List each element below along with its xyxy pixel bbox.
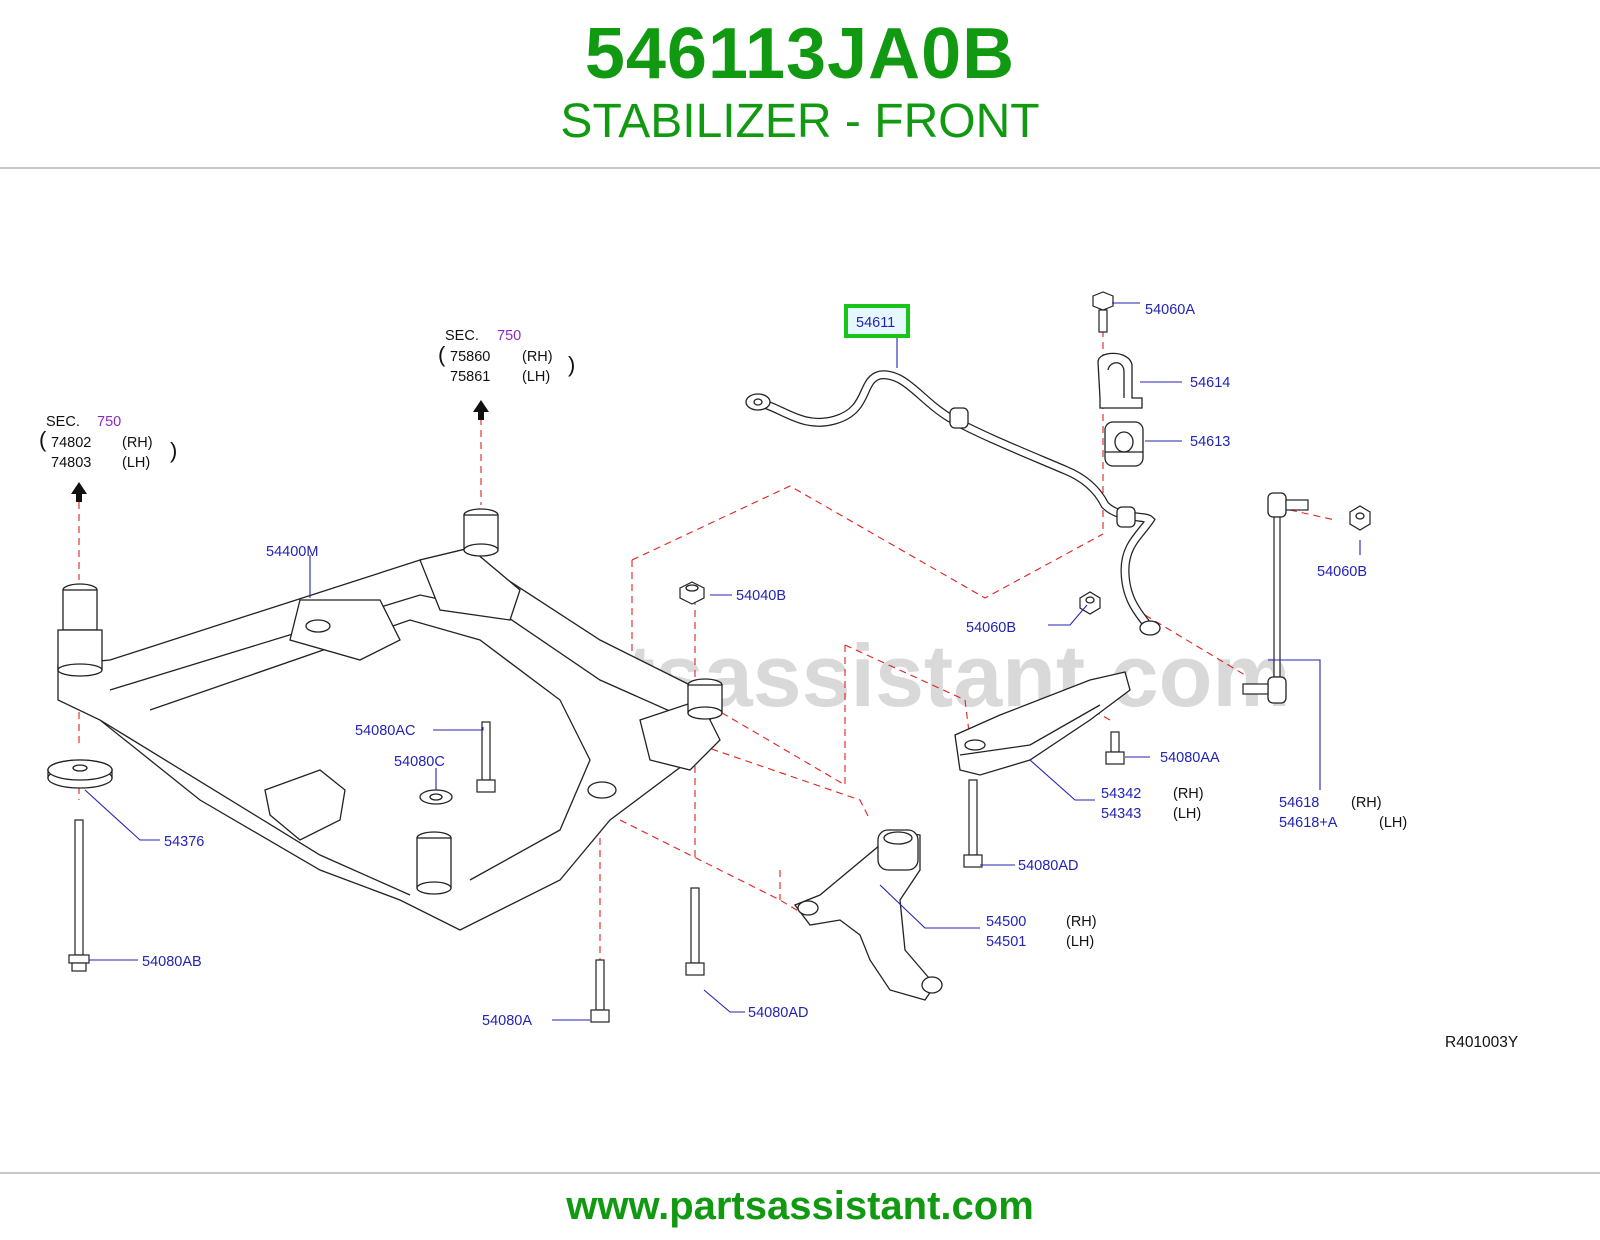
callout-54500[interactable]: 54500 [986,914,1026,930]
callout-54080AA[interactable]: 54080AA [1160,750,1220,766]
sec-reference-74802: SEC. 750 ( 74802 (RH) 74803 (LH) ) [39,414,177,471]
callout-54060B-bar[interactable]: 54060B [966,620,1016,636]
arm-bracket [954,671,1131,776]
svg-text:SEC.: SEC. [46,414,80,430]
callout-54501[interactable]: 54501 [986,934,1026,950]
bolt-54080AD-bottom [685,887,705,976]
page-header: 546113JA0B STABILIZER - FRONT [0,0,1600,168]
callout-leader-lines [84,302,1361,1021]
sec-reference-75860: SEC. 750 ( 75860 (RH) 75861 (LH) ) [438,328,575,385]
front-member-crossmember [57,547,721,931]
part-name-subtitle: STABILIZER - FRONT [560,95,1040,148]
callout-54376[interactable]: 54376 [164,834,204,850]
svg-text:(LH): (LH) [522,369,550,385]
callout-54080AC[interactable]: 54080AC [355,723,415,739]
part-number-title: 546113JA0B [584,14,1016,94]
callout-54060A[interactable]: 54060A [1145,302,1195,318]
svg-text:(RH): (RH) [122,435,153,451]
svg-text:750: 750 [497,328,521,344]
washer-54080C [419,789,453,805]
footer-divider [0,1172,1600,1174]
large-washer [47,759,113,789]
footer-website-link[interactable]: www.partsassistant.com [566,1184,1034,1228]
svg-text:(LH): (LH) [122,455,150,471]
lower-control-arm [793,829,943,1001]
svg-text:(: ( [39,427,47,452]
stabilizer-bar [745,370,1161,636]
svg-text:74803: 74803 [51,455,91,471]
callout-54611[interactable]: 54611 [856,315,895,331]
illustration-reference-code: R401003Y [1445,1034,1518,1051]
arrow-sec-74802 [71,482,87,502]
svg-text:74802: 74802 [51,435,91,451]
callout-54080A[interactable]: 54080A [482,1013,532,1029]
nut-54040B [679,581,705,605]
callout-54613[interactable]: 54613 [1190,434,1230,450]
callout-54618A[interactable]: 54618+A [1279,815,1338,831]
left-mount-bushing [57,583,103,677]
callout-54343[interactable]: 54343 [1101,806,1141,822]
callout-54618[interactable]: 54618 [1279,795,1319,811]
callout-54500-side: (RH) [1066,914,1097,930]
svg-text:(RH): (RH) [522,349,553,365]
svg-text:75861: 75861 [450,369,490,385]
right-mount-bushing [687,678,723,720]
callout-54400M[interactable]: 54400M [266,544,318,560]
selected-part-highlight [844,304,910,338]
bolt-54080A [590,959,610,1023]
callout-54080AB[interactable]: 54080AB [142,954,202,970]
callout-54060B-link[interactable]: 54060B [1317,564,1367,580]
callout-54618A-side: (LH) [1379,815,1407,831]
callout-54080AD-bottom[interactable]: 54080AD [748,1005,808,1021]
nut-54060B-link [1349,505,1371,531]
svg-text:(: ( [438,342,446,367]
top-mount-bushing [463,508,499,557]
nut-54060B-bar [1079,591,1101,615]
svg-text:): ) [170,438,177,463]
svg-text:75860: 75860 [450,349,490,365]
callout-54501-side: (LH) [1066,934,1094,950]
callout-54614[interactable]: 54614 [1190,375,1230,391]
stabilizer-bracket [1097,352,1143,409]
callout-54342-side: (RH) [1173,786,1204,802]
header-divider [0,167,1600,169]
bolt-54080AD-right [963,779,983,868]
callout-54618-side: (RH) [1351,795,1382,811]
callout-54343-side: (LH) [1173,806,1201,822]
front-mount-bushing [416,831,452,895]
bolt-54080AC [476,721,496,793]
svg-text:SEC.: SEC. [445,328,479,344]
svg-text:750: 750 [97,414,121,430]
callout-54080AD-right[interactable]: 54080AD [1018,858,1078,874]
callout-54040B[interactable]: 54040B [736,588,786,604]
stabilizer-bushing [1104,421,1144,467]
bolt-54080AA [1105,731,1125,765]
bolt-54080AB [68,819,90,972]
svg-text:): ) [568,352,575,377]
stabilizer-link [1242,492,1309,704]
bolt-54060A [1092,291,1114,333]
callout-54342[interactable]: 54342 [1101,786,1141,802]
arrow-sec-75860 [473,400,489,420]
callout-54080C[interactable]: 54080C [394,754,445,770]
